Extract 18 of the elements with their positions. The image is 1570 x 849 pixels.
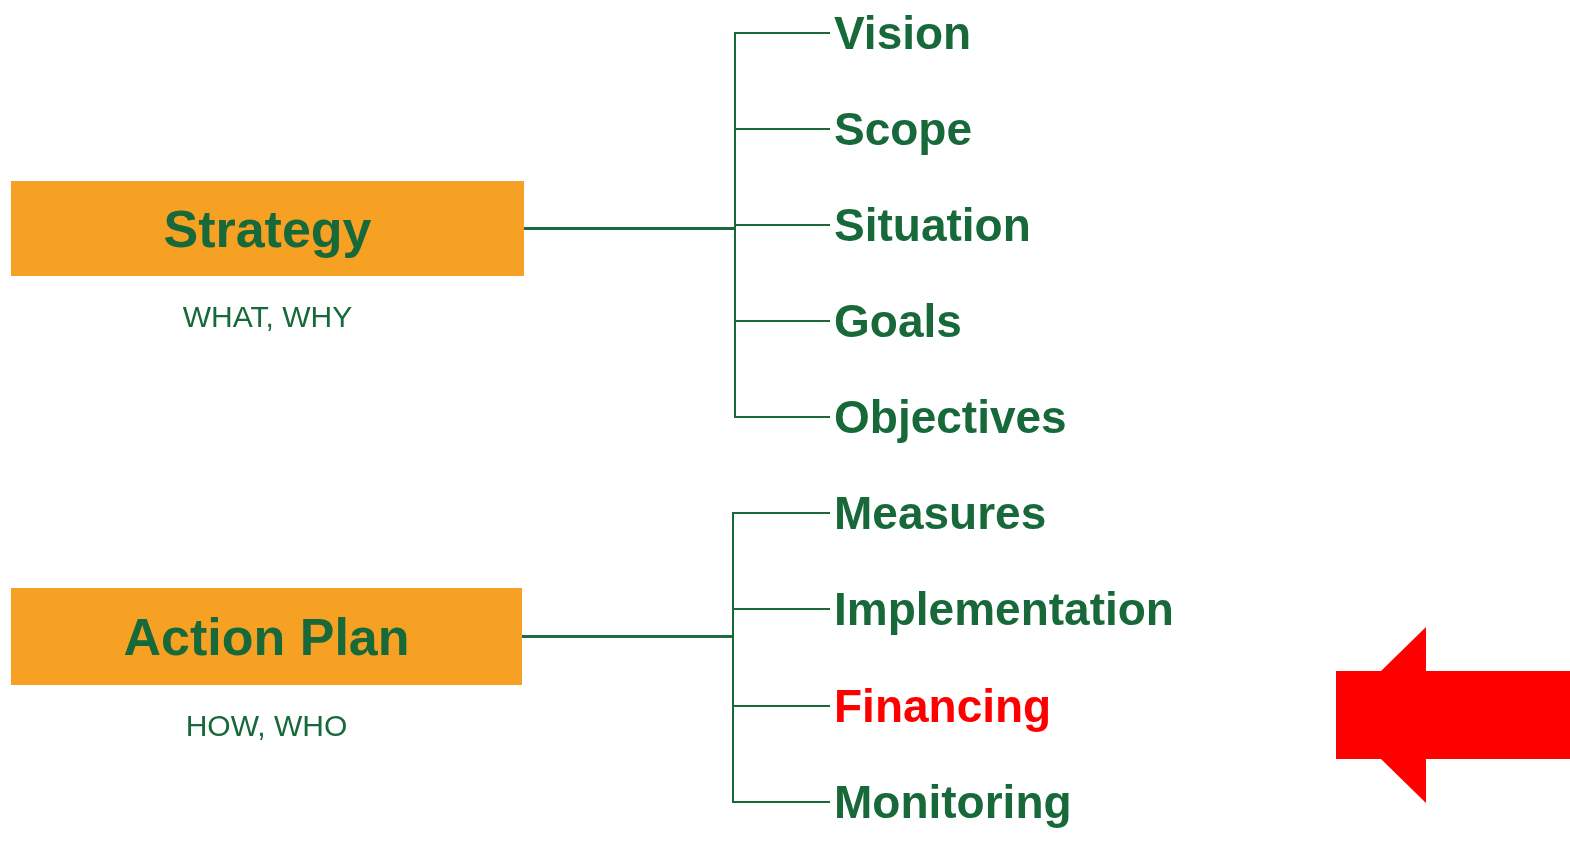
list-item-text: Financing — [834, 679, 1052, 733]
list-item-text: Goals — [834, 294, 962, 348]
caption-text: HOW, WHO — [185, 709, 348, 743]
list-item-text: Vision — [834, 6, 972, 60]
list-item-text: Monitoring — [834, 775, 1072, 829]
bracket-line — [521, 635, 831, 803]
bracket-line — [523, 227, 831, 418]
list-item-text: Scope — [834, 102, 973, 156]
box-title: Action Plan — [123, 606, 410, 667]
list-item-text: Implementation — [834, 582, 1174, 636]
list-item-text: Objectives — [834, 390, 1067, 444]
list-item-text: Measures — [834, 486, 1047, 540]
box-title: Strategy — [163, 198, 372, 259]
list-item-text: Situation — [834, 198, 1031, 252]
stage-box — [11, 588, 522, 685]
caption-text: WHAT, WHY — [182, 300, 353, 334]
block-arrow — [1336, 627, 1570, 803]
stage-box — [11, 181, 524, 276]
